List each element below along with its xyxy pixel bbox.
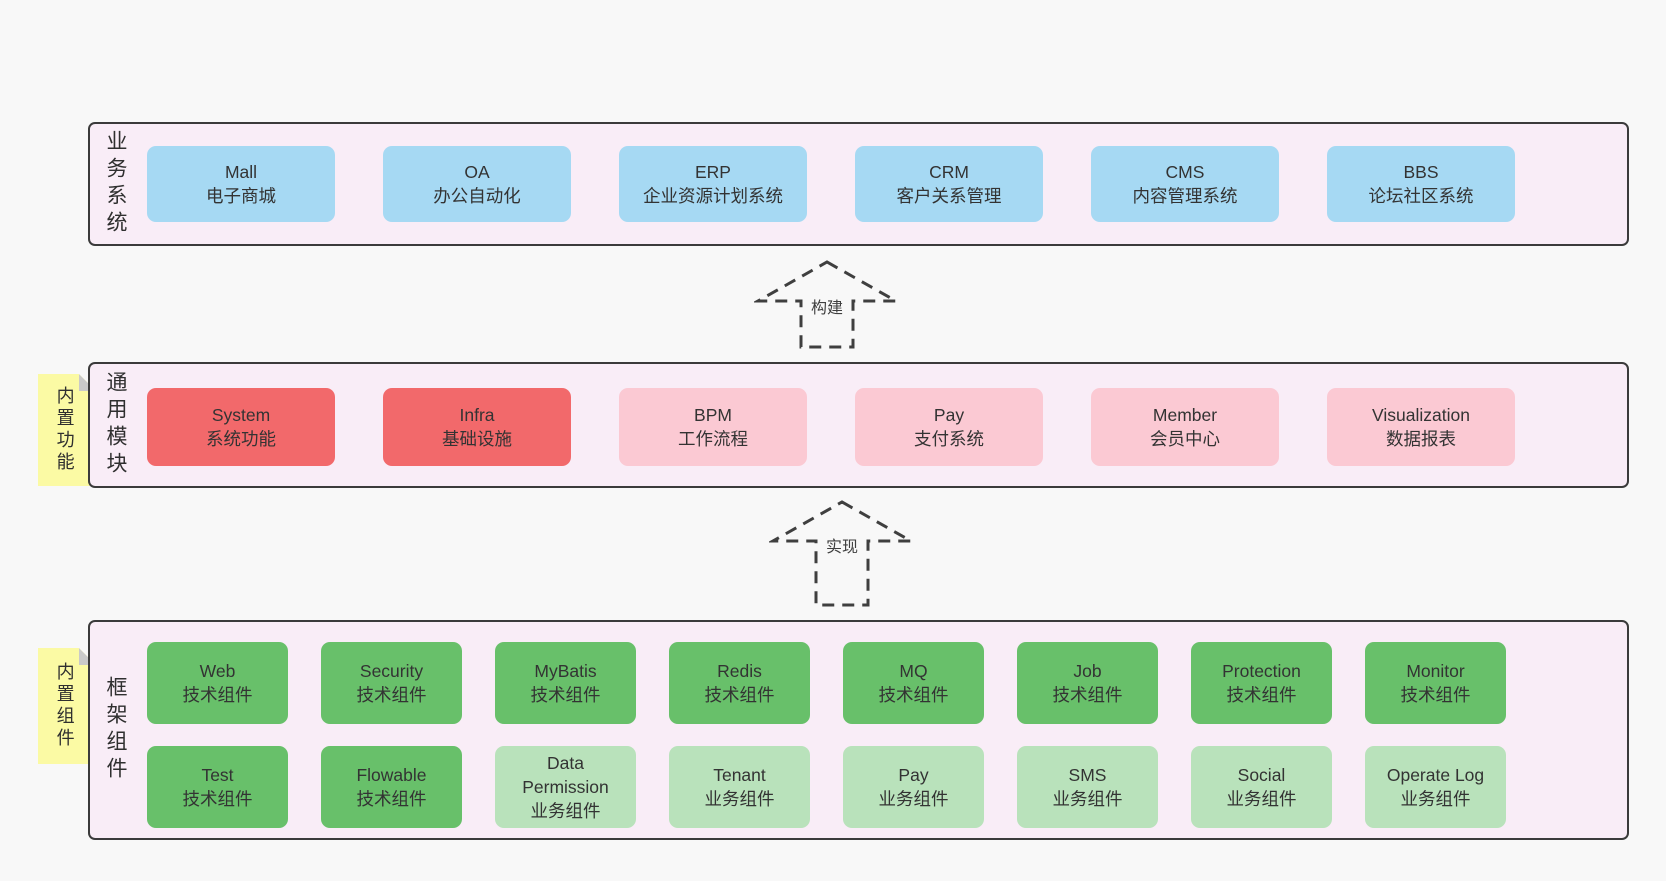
component-box-test: Test 技术组件 [147,746,288,828]
sticky-note-label: 内置功能 [54,386,75,474]
component-box-sms: SMS 业务组件 [1017,746,1158,828]
component-box-data-permission: Data Permission 业务组件 [495,746,636,828]
system-box-oa: OA 办公自动化 [383,146,571,222]
system-box-cms: CMS 内容管理系统 [1091,146,1279,222]
component-box-monitor: Monitor 技术组件 [1365,642,1506,724]
component-box-mybatis: MyBatis 技术组件 [495,642,636,724]
module-box-pay: Pay 支付系统 [855,388,1043,466]
component-box-flowable: Flowable 技术组件 [321,746,462,828]
module-box-bpm: BPM 工作流程 [619,388,807,466]
component-box-operate-log: Operate Log 业务组件 [1365,746,1506,828]
system-box-mall: Mall 电子商城 [147,146,335,222]
system-box-crm: CRM 客户关系管理 [855,146,1043,222]
panel-label-framework-components: 框架组件 [104,676,127,784]
component-box-web: Web 技术组件 [147,642,288,724]
module-box-infra: Infra 基础设施 [383,388,571,466]
up-block-arrow-icon [769,500,915,607]
module-box-visualization: Visualization 数据报表 [1327,388,1515,466]
panel-label-common-modules: 通用模块 [104,371,127,479]
system-box-erp: ERP 企业资源计划系统 [619,146,807,222]
up-block-arrow-icon [754,260,900,349]
implement-arrow-label: 实现 [822,532,862,558]
system-box-bbs: BBS 论坛社区系统 [1327,146,1515,222]
module-box-system: System 系统功能 [147,388,335,466]
panel-label-business-systems: 业务系统 [104,130,127,238]
component-box-mq: MQ 技术组件 [843,642,984,724]
build-arrow-label: 构建 [807,293,847,319]
component-box-security: Security 技术组件 [321,642,462,724]
sticky-note-label: 内置组件 [54,662,75,750]
component-box-pay: Pay 业务组件 [843,746,984,828]
panel-common-modules: 通用模块 System 系统功能 Infra 基础设施 BPM 工作流程 Pay… [88,362,1629,488]
component-box-tenant: Tenant 业务组件 [669,746,810,828]
implement-arrow [769,498,915,608]
module-box-member: Member 会员中心 [1091,388,1279,466]
sticky-note-builtin-features: 内置功能 [38,374,96,486]
component-box-redis: Redis 技术组件 [669,642,810,724]
panel-business-systems: 业务系统 Mall 电子商城 OA 办公自动化 ERP 企业资源计划系统 CRM… [88,122,1629,246]
panel-framework-components: 框架组件 Web 技术组件 Security 技术组件 MyBatis 技术组件… [88,620,1629,840]
component-box-job: Job 技术组件 [1017,642,1158,724]
component-box-social: Social 业务组件 [1191,746,1332,828]
component-box-protection: Protection 技术组件 [1191,642,1332,724]
build-arrow [754,258,900,350]
